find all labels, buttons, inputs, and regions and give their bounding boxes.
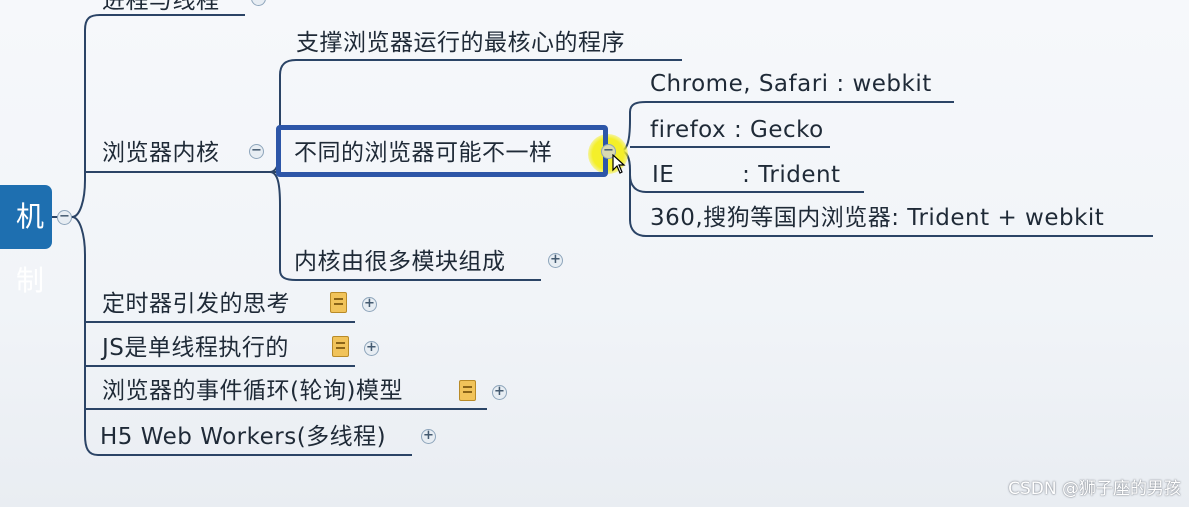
branch-timer[interactable]: 定时器引发的思考 (102, 290, 290, 318)
branch-label: 浏览器内核 (102, 140, 220, 166)
branch-label: JS是单线程执行的 (102, 335, 289, 361)
root-label: 机制 (15, 200, 44, 297)
kernel-core-program[interactable]: 支撑浏览器运行的最核心的程序 (296, 29, 625, 57)
timer-expand-toggle[interactable]: + (362, 297, 377, 312)
branch-browser-kernel[interactable]: 浏览器内核 (102, 139, 220, 167)
branch-js-single-thread[interactable]: JS是单线程执行的 (102, 334, 289, 362)
branch-event-loop[interactable]: 浏览器的事件循环(轮询)模型 (102, 377, 403, 405)
note-icon[interactable] (332, 336, 349, 357)
root-node[interactable]: 机制 (0, 185, 52, 297)
web-workers-expand-toggle[interactable]: + (421, 429, 436, 444)
js-single-thread-expand-toggle[interactable]: + (364, 341, 379, 356)
branch-web-workers[interactable]: H5 Web Workers(多线程) (100, 423, 386, 451)
branch-label: H5 Web Workers(多线程) (100, 424, 387, 450)
branch-label: 定时器引发的思考 (102, 291, 290, 317)
node-label: firefox : Gecko (650, 117, 824, 143)
watermark: CSDN @狮子座的男孩 (1008, 479, 1181, 499)
engine-firefox[interactable]: firefox : Gecko (650, 116, 824, 144)
engine-ie[interactable]: IE : Trident (652, 161, 841, 189)
modules-expand-toggle[interactable]: + (548, 253, 563, 268)
node-label: 不同的浏览器可能不一样 (294, 140, 553, 166)
branch-label: 进程与线程 (102, 0, 220, 14)
engine-domestic[interactable]: 360,搜狗等国内浏览器: Trident + webkit (650, 204, 1104, 232)
node-label: 360,搜狗等国内浏览器: Trident + webkit (650, 205, 1105, 231)
node-label: 支撑浏览器运行的最核心的程序 (296, 30, 625, 56)
note-icon[interactable] (330, 292, 347, 313)
note-icon[interactable] (459, 380, 476, 401)
mouse-cursor-icon (612, 154, 626, 174)
engine-chrome-safari[interactable]: Chrome, Safari : webkit (650, 70, 932, 98)
root-collapse-toggle[interactable]: − (57, 210, 72, 225)
node-label: 内核由很多模块组成 (294, 249, 506, 275)
kernel-different-browsers[interactable]: 不同的浏览器可能不一样 (294, 139, 553, 167)
different-browsers-collapse-toggle[interactable]: − (601, 144, 616, 159)
branch-process-thread[interactable]: 进程与线程 (102, 0, 220, 15)
kernel-modules[interactable]: 内核由很多模块组成 (294, 248, 506, 276)
branch-label: 浏览器的事件循环(轮询)模型 (102, 378, 403, 404)
ie-label: IE (652, 162, 675, 188)
browser-kernel-toggle[interactable]: − (249, 144, 264, 159)
node-label: Chrome, Safari : webkit (650, 71, 932, 97)
event-loop-expand-toggle[interactable]: + (492, 385, 507, 400)
ie-engine: : Trident (742, 162, 841, 188)
